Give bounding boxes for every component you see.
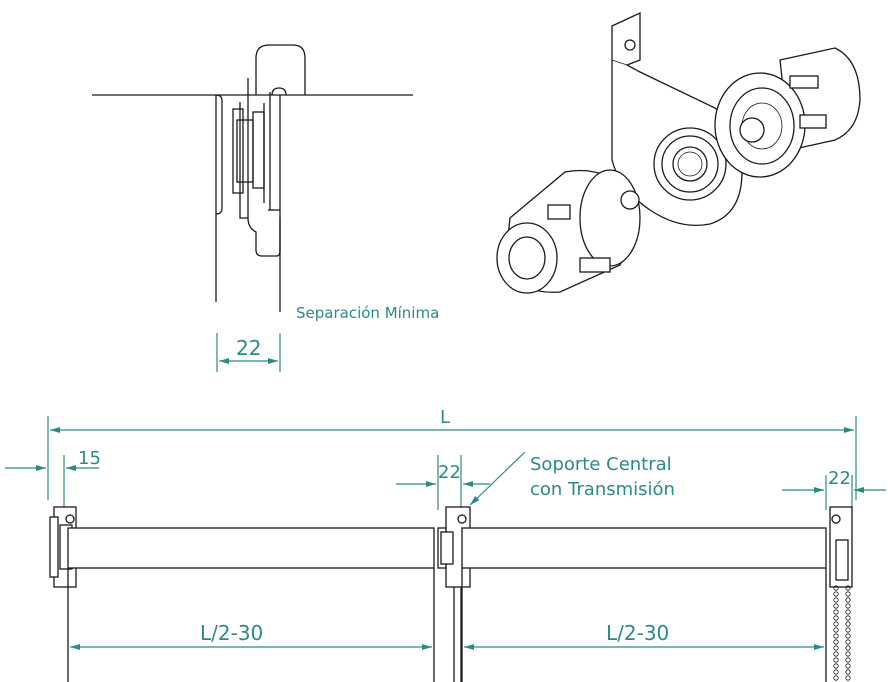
chain-bead	[833, 645, 839, 651]
chain-bead	[833, 621, 839, 627]
chain-bead	[833, 651, 839, 657]
bracket-isometric-view	[496, 11, 861, 294]
chain-bead	[845, 663, 851, 669]
right-tube-dimension: L/2-30	[606, 621, 669, 645]
chain-bead	[845, 645, 851, 651]
chain-bead	[833, 633, 839, 639]
chain-bead	[845, 591, 851, 597]
chain-bead	[833, 663, 839, 669]
chain-bead	[845, 657, 851, 663]
chain-bead	[845, 603, 851, 609]
right-roller-tube	[461, 527, 827, 682]
chain-bead	[833, 615, 839, 621]
chain-bead	[845, 621, 851, 627]
min-gap-label: Separación Mínima	[296, 304, 439, 322]
bead-chain	[833, 585, 851, 681]
left-offset-dimension: 15	[78, 448, 101, 469]
chain-bead	[845, 609, 851, 615]
chain-bead	[833, 639, 839, 645]
bracket-section-detail: 22 Separación Mínima	[92, 44, 439, 372]
chain-bead	[833, 591, 839, 597]
left-tube-dimension: L/2-30	[200, 621, 263, 645]
chain-bead	[833, 585, 839, 591]
chain-bead	[833, 597, 839, 603]
min-gap-dimension: 22	[236, 336, 261, 360]
center-support-label-line2: con Transmisión	[530, 479, 675, 500]
chain-bead	[833, 603, 839, 609]
chain-bead	[845, 639, 851, 645]
chain-bead	[833, 627, 839, 633]
chain-bead	[845, 615, 851, 621]
chain-bead	[845, 669, 851, 675]
chain-bead	[833, 675, 839, 681]
chain-bead	[833, 669, 839, 675]
chain-bead	[845, 597, 851, 603]
total-length-dimension: L	[440, 407, 450, 428]
center-gap-dimension: 22	[438, 462, 461, 483]
center-support-label-line1: Soporte Central	[530, 454, 672, 475]
chain-bead	[833, 657, 839, 663]
chain-bead	[845, 675, 851, 681]
chain-bead	[845, 627, 851, 633]
center-support	[437, 506, 471, 682]
right-gap-dimension: 22	[828, 468, 851, 489]
chain-bead	[845, 633, 851, 639]
chain-bead	[833, 609, 839, 615]
assembly-view: L 15 22 Soporte Central con Transmisión …	[5, 407, 886, 682]
left-roller-tube	[67, 527, 435, 682]
chain-bead	[845, 585, 851, 591]
right-end-bracket	[829, 506, 853, 588]
chain-bead	[845, 651, 851, 657]
